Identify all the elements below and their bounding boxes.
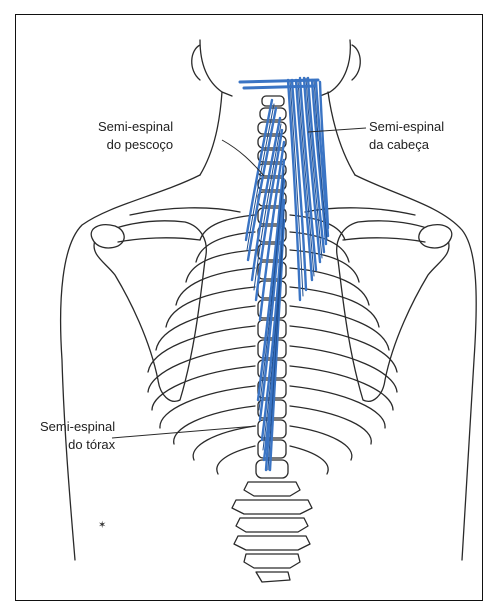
left-ear [192, 45, 200, 80]
label-line: Semi-espinal [369, 118, 444, 136]
right-ear [352, 45, 360, 80]
label-line: do tórax [40, 436, 115, 454]
leader-thoracis [112, 426, 256, 438]
neck-left [200, 92, 222, 175]
label-line: do pescoço [98, 136, 173, 154]
lumbar-vertebrae [232, 482, 312, 582]
right-acromion [419, 225, 452, 248]
right-clavicle [305, 208, 415, 215]
label-line: da cabeça [369, 136, 444, 154]
label-semispinalis-cervicis: Semi-espinal do pescoço [98, 118, 173, 154]
neck-right [328, 92, 355, 175]
stray-mark: ✶ [98, 520, 106, 531]
label-semispinalis-capitis: Semi-espinal da cabeça [369, 118, 444, 154]
left-acromion [91, 225, 124, 248]
label-line: Semi-espinal [40, 418, 115, 436]
left-clavicle [130, 208, 240, 215]
label-semispinalis-thoracis: Semi-espinal do tórax [40, 418, 115, 454]
label-line: Semi-espinal [98, 118, 173, 136]
